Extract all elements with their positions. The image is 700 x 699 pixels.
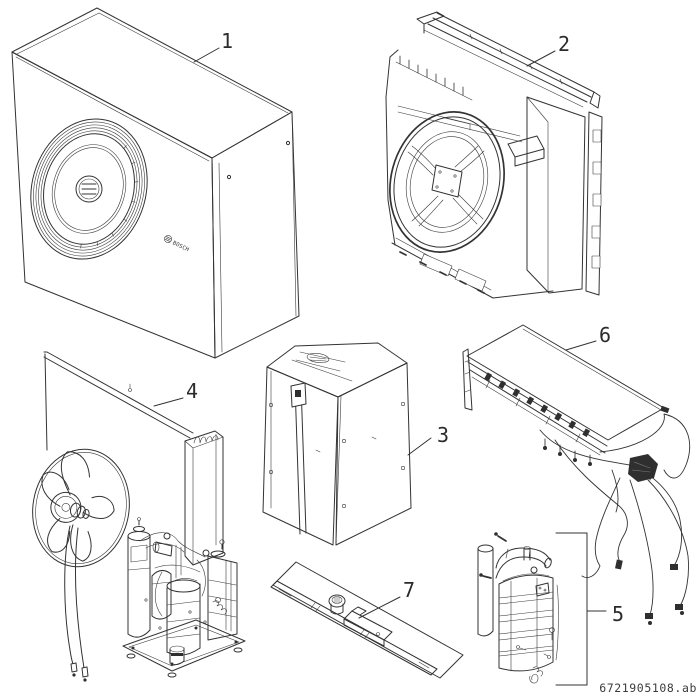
part-1-leader-line <box>193 47 220 63</box>
rail-bar <box>270 580 438 676</box>
fan-grille <box>30 118 148 260</box>
harness-junction <box>628 454 658 482</box>
part-4-drawing: 4 <box>32 351 246 682</box>
suction-line-coil <box>193 435 219 444</box>
part-7-label: 7 <box>403 578 415 602</box>
part-1-label: 1 <box>221 29 233 53</box>
part-5-bracket <box>555 532 607 686</box>
part-6-leader-line <box>565 340 597 351</box>
rail-bracket <box>343 606 393 647</box>
part-4-leader-line <box>153 397 184 407</box>
part-7-drawing: 7 <box>270 561 464 679</box>
bosch-emblem-icon <box>75 175 103 203</box>
part-3-drawing: 3 <box>262 342 449 546</box>
part-5-drawing: 5 <box>477 532 624 686</box>
part-3-leader-line <box>407 437 432 456</box>
part-2-drawing: 2 <box>385 11 603 299</box>
front-rail-clips <box>484 372 591 437</box>
part-2-label: 2 <box>558 32 570 56</box>
part-3-label: 3 <box>437 423 449 447</box>
coil-panel <box>43 351 224 566</box>
part-7-leader-line <box>358 596 401 619</box>
part-1-drawing: BOSCH 1 <box>11 7 300 359</box>
refrigeration-module <box>122 517 246 678</box>
part-4-label: 4 <box>186 379 198 403</box>
strap <box>290 382 307 535</box>
part-6-label: 6 <box>599 323 611 347</box>
bosch-wordmark: BOSCH <box>164 235 190 253</box>
wiring-harness <box>539 405 691 625</box>
part-5-label: 5 <box>612 602 624 626</box>
fan-motor-cables <box>64 525 89 682</box>
part-2-leader-line <box>526 50 556 67</box>
document-code: 6721905108.ab <box>599 681 697 695</box>
fan-opening <box>389 111 505 253</box>
part-6-drawing: 6 <box>462 323 691 625</box>
rail-knob <box>328 594 346 615</box>
bosch-logo-text: BOSCH <box>171 240 189 253</box>
fan-impeller <box>32 448 130 568</box>
